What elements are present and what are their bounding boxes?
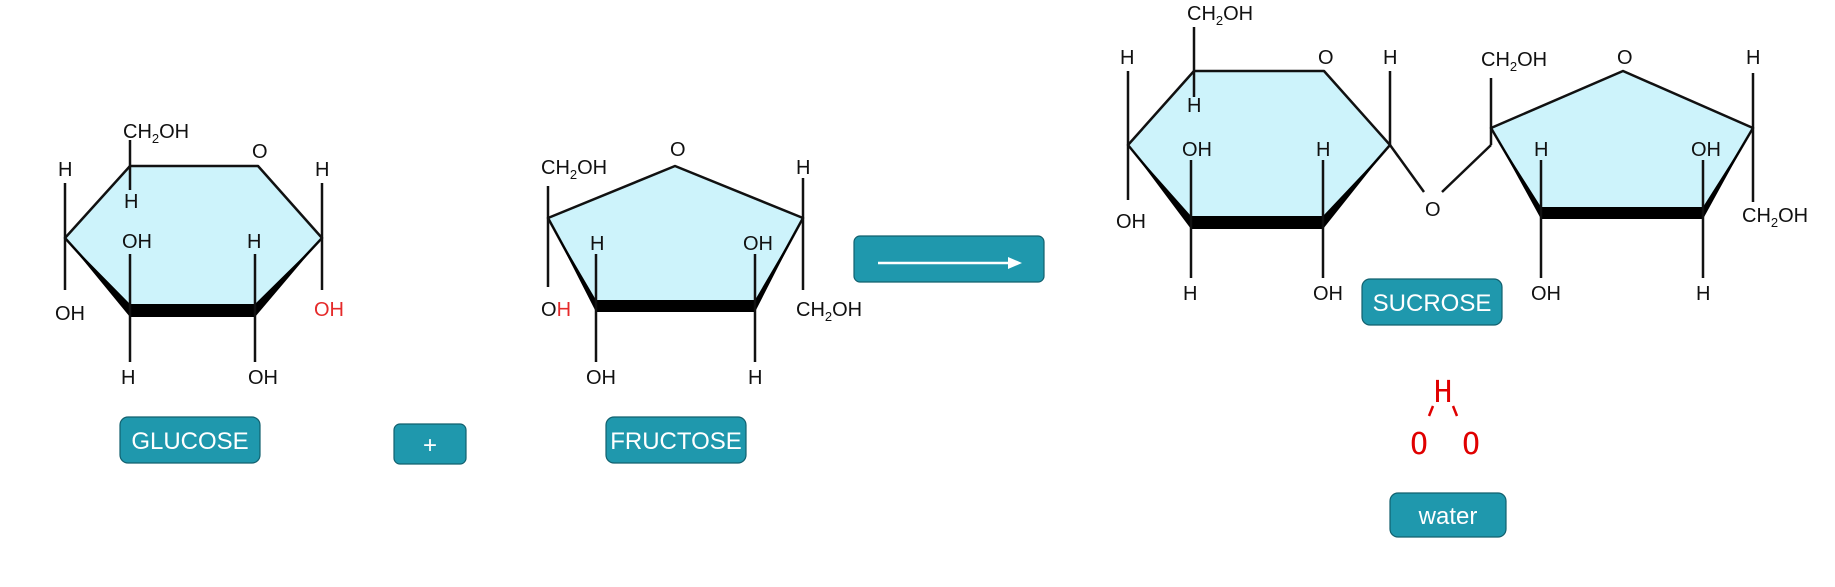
plus-badge: + <box>393 423 467 465</box>
plus-sign: + <box>423 432 437 459</box>
sucrose-ch2oh-label: CH2OH <box>1481 49 1547 74</box>
sucrose-h-label: H <box>1183 283 1197 305</box>
glucose-badge: GLUCOSE <box>119 416 261 464</box>
glucose-h-label: H <box>124 191 138 213</box>
glucose-label: GLUCOSE <box>131 428 248 455</box>
fructose-oh-label: OH <box>586 367 616 389</box>
fructose-molecule: CH2OH O H H OH OH CH2OH OH H <box>541 139 862 389</box>
fructose-ch2oh-label: CH2OH <box>541 157 607 182</box>
fructose-ch2oh-label: CH2OH <box>796 299 862 324</box>
sucrose-h-label: H <box>1383 47 1397 69</box>
fructose-label: FRUCTOSE <box>610 428 742 455</box>
sucrose-ring-oxygen: O <box>1318 47 1334 69</box>
water-oxygen-left: O <box>1410 427 1428 462</box>
sucrose-label: SUCROSE <box>1373 290 1492 317</box>
sucrose-ring-oxygen: O <box>1617 47 1633 69</box>
fructose-h-label: H <box>748 367 762 389</box>
glucose-ring-oxygen: O <box>252 141 268 163</box>
sucrose-h-label: H <box>1187 95 1201 117</box>
sucrose-oh-label: OH <box>1531 283 1561 305</box>
sucrose-glucose-ring <box>1126 69 1392 224</box>
sucrose-oh-label: OH <box>1182 139 1212 161</box>
sucrose-ch2oh-label: CH2OH <box>1187 3 1253 28</box>
water-hydrogen: H <box>1434 375 1452 410</box>
arrow-head-icon <box>1008 257 1022 269</box>
sucrose-h-label: H <box>1696 283 1710 305</box>
water-badge: water <box>1389 492 1507 538</box>
glucose-h-label: H <box>247 231 261 253</box>
sucrose-h-label: H <box>1534 139 1548 161</box>
fructose-h-label: H <box>796 157 810 179</box>
sucrose-ch2oh-label: CH2OH <box>1742 205 1808 230</box>
water-label: water <box>1418 503 1478 530</box>
sucrose-badge: SUCROSE <box>1361 278 1503 326</box>
reaction-arrow-badge <box>853 235 1045 283</box>
glucose-ch2oh-label: CH2OH <box>123 121 189 146</box>
sucrose-h-label: H <box>1120 47 1134 69</box>
glucose-oh-reactive-label: OH <box>314 299 344 321</box>
fructose-ring-oxygen: O <box>670 139 686 161</box>
sucrose-molecule: CH2OH O H H H OH H OH H OH O CH2OH O H H… <box>1116 3 1808 305</box>
fructose-oh-reactive-label: OH <box>541 299 571 321</box>
glucose-h-label: H <box>58 159 72 181</box>
glucose-ring <box>63 164 324 312</box>
water-oxygen-right: O <box>1462 427 1480 462</box>
sucrose-oh-label: OH <box>1691 139 1721 161</box>
sucrose-h-label: H <box>1746 47 1760 69</box>
glucose-oh-label: OH <box>248 367 278 389</box>
fructose-oh-label: OH <box>743 233 773 255</box>
sucrose-h-label: H <box>1316 139 1330 161</box>
sucrose-glycosidic-oxygen: O <box>1425 199 1441 221</box>
sucrose-oh-label: OH <box>1313 283 1343 305</box>
water-molecule: H O O <box>1410 375 1480 462</box>
fructose-h-label: H <box>590 233 604 255</box>
glucose-h-label: H <box>121 367 135 389</box>
glucose-molecule: CH2OH O H H H OH H OH OH H OH <box>55 121 344 389</box>
glucose-h-label: H <box>315 159 329 181</box>
glucose-oh-label: OH <box>122 231 152 253</box>
sucrose-oh-label: OH <box>1116 211 1146 233</box>
fructose-badge: FRUCTOSE <box>605 416 747 464</box>
glucose-oh-label: OH <box>55 303 85 325</box>
